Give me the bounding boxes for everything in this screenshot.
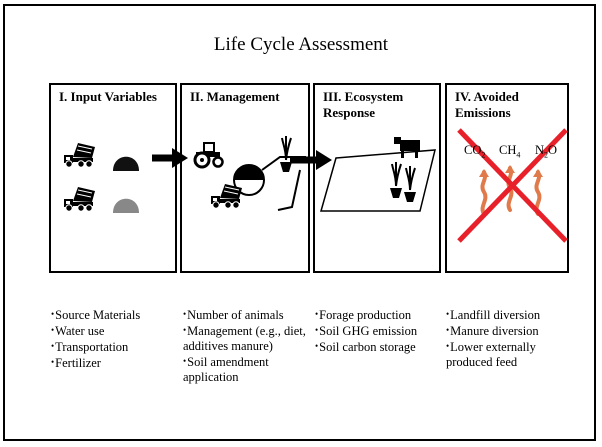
panel-ecosystem-response: III. Ecosystem Response bbox=[313, 83, 441, 273]
tractor-icon bbox=[193, 141, 224, 169]
bullet-list-ecosystem-response: Forage production Soil GHG emission Soil… bbox=[315, 307, 441, 355]
panel-avoided-emissions: IV. Avoided Emissions bbox=[445, 83, 569, 273]
grass-icon bbox=[389, 161, 417, 203]
dark-pile-icon bbox=[113, 156, 139, 171]
flame-icon bbox=[477, 167, 491, 216]
dump-truck-icon bbox=[63, 186, 96, 212]
list-item: Landfill diversion bbox=[446, 307, 566, 323]
list-item: Lower externally produced feed bbox=[446, 339, 566, 370]
list-item: Manure diversion bbox=[446, 323, 566, 339]
list-item: Soil GHG emission bbox=[315, 323, 441, 339]
list-item: Fertilizer bbox=[51, 355, 179, 371]
bullet-list-avoided-emissions: Landfill diversion Manure diversion Lowe… bbox=[446, 307, 566, 370]
slide-frame bbox=[3, 4, 596, 441]
panel-title: III. Ecosystem Response bbox=[323, 89, 404, 120]
cow-icon bbox=[394, 137, 420, 158]
panel-title: I. Input Variables bbox=[59, 89, 157, 104]
dump-truck-icon bbox=[63, 142, 96, 168]
bullet-list-input-variables: Source Materials Water use Transportatio… bbox=[51, 307, 179, 371]
panel-management: II. Management bbox=[180, 83, 310, 273]
panel-input-variables: I. Input Variables bbox=[49, 83, 177, 273]
panel-title: II. Management bbox=[190, 89, 280, 104]
plant-icon bbox=[279, 135, 293, 173]
ch4-label: CH4 bbox=[499, 143, 521, 160]
field-parallelogram bbox=[320, 149, 436, 212]
list-item: Soil carbon storage bbox=[315, 339, 441, 355]
list-item: Source Materials bbox=[51, 307, 179, 323]
list-item: Transportation bbox=[51, 339, 179, 355]
gray-pile-icon bbox=[113, 198, 139, 213]
n2o-label: N2O bbox=[535, 143, 558, 160]
bullet-list-management: Number of animals Management (e.g., diet… bbox=[183, 307, 313, 385]
dump-truck-icon bbox=[210, 183, 243, 209]
slide-title: Life Cycle Assessment bbox=[213, 34, 389, 55]
co2-label: CO2 bbox=[464, 143, 486, 160]
list-item: Management (e.g., diet, additives manure… bbox=[183, 323, 313, 354]
list-item: Water use bbox=[51, 323, 179, 339]
list-item: Soil amendment application bbox=[183, 354, 313, 385]
list-item: Forage production bbox=[315, 307, 441, 323]
list-item: Number of animals bbox=[183, 307, 313, 323]
panel-title: IV. Avoided Emissions bbox=[455, 89, 519, 120]
